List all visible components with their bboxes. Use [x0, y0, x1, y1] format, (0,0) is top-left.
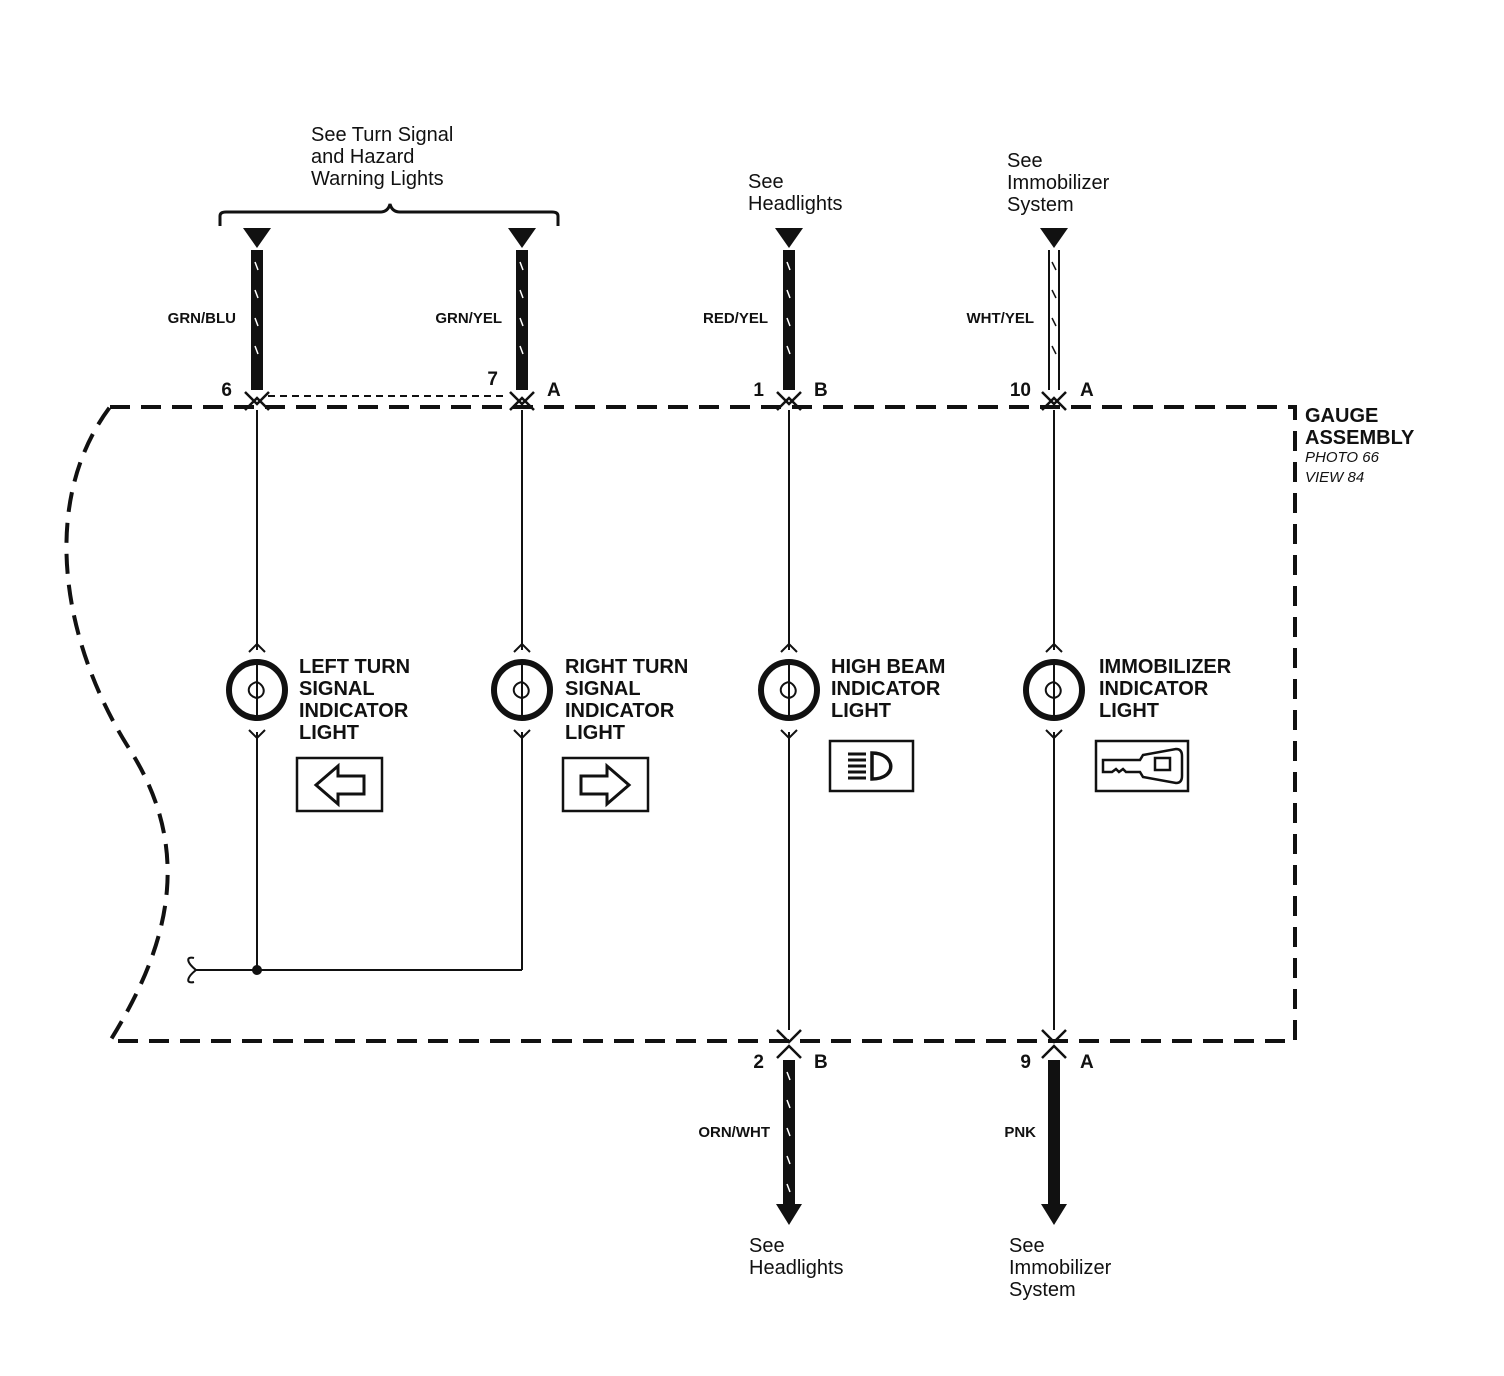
svg-text:System: System	[1009, 1279, 1076, 1301]
immobilizer-label: IMMOBILIZER INDICATOR LIGHT	[1099, 656, 1232, 722]
harness-wire-red-yel	[783, 250, 795, 390]
wire-terminal-arrow	[775, 228, 803, 248]
svg-text:Headlights: Headlights	[748, 193, 843, 215]
left-arrow-icon	[295, 756, 384, 813]
svg-text:INDICATOR: INDICATOR	[299, 700, 409, 722]
pin-number: 2	[753, 1052, 764, 1073]
pin-number: 7	[487, 369, 498, 390]
right-arrow-icon	[561, 756, 650, 813]
wire-color-label: ORN/WHT	[698, 1124, 770, 1141]
pin-number: 6	[221, 380, 232, 401]
svg-text:HIGH BEAM: HIGH BEAM	[831, 656, 945, 678]
svg-text:SIGNAL: SIGNAL	[565, 678, 641, 700]
immobilizer-bulb	[1023, 642, 1085, 740]
connector-id: A	[1080, 1052, 1094, 1073]
key-icon	[1094, 739, 1190, 793]
internal-wires	[187, 410, 1055, 1030]
svg-text:PHOTO 66: PHOTO 66	[1305, 449, 1380, 466]
svg-text:LEFT TURN: LEFT TURN	[299, 656, 410, 678]
right-turn-bulb	[491, 642, 553, 740]
svg-text:ASSEMBLY: ASSEMBLY	[1305, 427, 1415, 449]
connector-id: A	[1080, 380, 1094, 401]
high-beam-label: HIGH BEAM INDICATOR LIGHT	[831, 656, 945, 722]
harness-wire-pnk	[1048, 1060, 1060, 1206]
svg-text:System: System	[1007, 194, 1074, 216]
wire-terminal-arrow	[776, 1204, 802, 1225]
reference-bracket	[218, 203, 560, 226]
wire-terminal-arrow	[1041, 1204, 1067, 1225]
reference-line: Warning Lights	[311, 168, 444, 190]
harness-wire-grn-yel	[516, 250, 528, 390]
svg-text:RIGHT TURN: RIGHT TURN	[565, 656, 688, 678]
wire-color-label: WHT/YEL	[967, 310, 1035, 327]
headlights-reference-top: See Headlights	[748, 171, 843, 215]
high-beam-bulb	[758, 642, 820, 740]
svg-text:INDICATOR: INDICATOR	[565, 700, 675, 722]
svg-text:IMMOBILIZER: IMMOBILIZER	[1099, 656, 1232, 678]
connector-pins-bottom	[776, 1029, 1067, 1059]
svg-text:Immobilizer: Immobilizer	[1007, 172, 1110, 194]
reference-line: See Turn Signal	[311, 124, 453, 146]
pin-number: 10	[1010, 380, 1031, 401]
svg-text:See: See	[1009, 1235, 1045, 1257]
svg-text:Immobilizer: Immobilizer	[1009, 1257, 1112, 1279]
svg-text:INDICATOR: INDICATOR	[831, 678, 941, 700]
high-beam-icon	[828, 739, 915, 793]
svg-text:VIEW 84: VIEW 84	[1305, 469, 1364, 486]
svg-text:See: See	[748, 171, 784, 193]
wire-color-label: GRN/BLU	[168, 310, 236, 327]
harness-wire-wht-yel	[1048, 250, 1060, 390]
svg-text:SIGNAL: SIGNAL	[299, 678, 375, 700]
wire-color-label: RED/YEL	[703, 310, 768, 327]
svg-text:LIGHT: LIGHT	[831, 700, 891, 722]
connector-id: B	[814, 380, 828, 401]
pin-number: 9	[1020, 1052, 1031, 1073]
svg-text:See: See	[749, 1235, 785, 1257]
svg-text:See: See	[1007, 150, 1043, 172]
turn-signal-reference: See Turn Signal and Hazard Warning Light…	[218, 124, 560, 226]
svg-text:INDICATOR: INDICATOR	[1099, 678, 1209, 700]
harness-wire-orn-wht	[783, 1060, 795, 1206]
connector-pins-top	[244, 391, 1067, 411]
right-turn-label: RIGHT TURN SIGNAL INDICATOR LIGHT	[565, 656, 688, 744]
headlights-reference-bottom: See Headlights	[749, 1235, 844, 1279]
svg-text:LIGHT: LIGHT	[1099, 700, 1159, 722]
immobilizer-reference-bottom: See Immobilizer System	[1009, 1235, 1112, 1301]
gauge-assembly-label: GAUGE ASSEMBLY PHOTO 66 VIEW 84	[1305, 405, 1415, 486]
connector-id: A	[547, 380, 561, 401]
reference-line: and Hazard	[311, 146, 414, 168]
wire-terminal-arrow	[1040, 228, 1068, 248]
harness-wire-grn-blu	[251, 250, 263, 390]
wire-color-label: PNK	[1004, 1124, 1036, 1141]
wire-terminal-arrow	[243, 228, 271, 248]
splice-point	[252, 965, 262, 975]
svg-text:GAUGE: GAUGE	[1305, 405, 1378, 427]
svg-text:LIGHT: LIGHT	[565, 722, 625, 744]
left-turn-bulb	[226, 642, 288, 740]
left-turn-label: LEFT TURN SIGNAL INDICATOR LIGHT	[299, 656, 410, 744]
wire-terminal-arrow	[508, 228, 536, 248]
svg-text:Headlights: Headlights	[749, 1257, 844, 1279]
connector-id: B	[814, 1052, 828, 1073]
immobilizer-reference-top: See Immobilizer System	[1007, 150, 1110, 216]
svg-text:LIGHT: LIGHT	[299, 722, 359, 744]
wire-color-label: GRN/YEL	[435, 310, 502, 327]
gauge-assembly-boundary	[64, 405, 1297, 1043]
pin-number: 1	[753, 380, 764, 401]
